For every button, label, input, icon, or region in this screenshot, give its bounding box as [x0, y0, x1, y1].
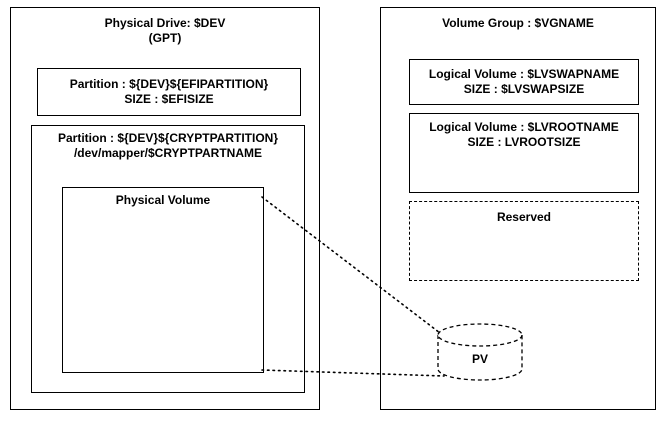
efi-partition-size: SIZE : $EFISIZE [124, 92, 214, 106]
efi-partition-box: Partition : ${DEV}${EFIPARTITION} SIZE :… [37, 68, 301, 116]
efi-partition-name: Partition : ${DEV}${EFIPARTITION} [69, 77, 269, 91]
reserved-label: Reserved [496, 210, 552, 224]
physical-volume-label: Physical Volume [115, 193, 211, 207]
pv-cylinder-label: PV [471, 352, 488, 366]
physical-drive-title: Physical Drive: $DEV [104, 16, 226, 30]
physical-drive-box: Physical Drive: $DEV (GPT) Partition : $… [10, 7, 320, 410]
root-lv-name: Logical Volume : $LVROOTNAME [429, 120, 619, 134]
swap-lv-size: SIZE : $LVSWAPSIZE [463, 82, 585, 96]
volume-group-box: Volume Group : $VGNAME Logical Volume : … [380, 7, 656, 410]
swap-logical-volume-box: Logical Volume : $LVSWAPNAME SIZE : $LVS… [409, 59, 639, 105]
crypt-partition-mapper: /dev/mapper/$CRYPTPARTNAME [73, 146, 263, 160]
crypt-partition-box: Partition : ${DEV}${CRYPTPARTITION} /dev… [31, 125, 305, 393]
physical-drive-subtitle: (GPT) [148, 31, 182, 45]
crypt-partition-name: Partition : ${DEV}${CRYPTPARTITION} [57, 131, 279, 145]
volume-group-title: Volume Group : $VGNAME [442, 16, 594, 30]
physical-volume-box: Physical Volume [62, 187, 264, 373]
root-logical-volume-box: Logical Volume : $LVROOTNAME SIZE : LVRO… [409, 113, 639, 193]
reserved-box: Reserved [409, 201, 639, 281]
root-lv-size: SIZE : LVROOTSIZE [467, 135, 581, 149]
swap-lv-name: Logical Volume : $LVSWAPNAME [428, 67, 620, 81]
